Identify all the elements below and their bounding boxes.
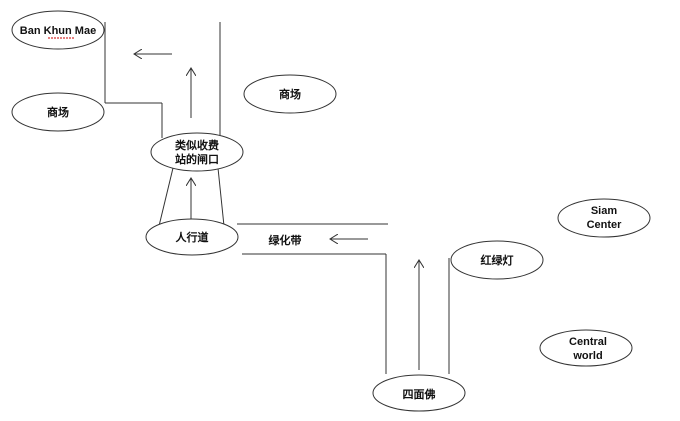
label-traffic-light: 红绿灯 xyxy=(481,253,514,267)
node-toll-gate xyxy=(150,132,244,172)
label-mall-middle: 商场 xyxy=(279,87,301,101)
node-central-world xyxy=(539,329,633,367)
label-central-world-line2: world xyxy=(572,350,602,362)
node-mall-left xyxy=(11,92,105,132)
road-line xyxy=(217,167,225,227)
label-green-belt: 绿化带 xyxy=(269,233,302,247)
node-traffic-light xyxy=(450,240,544,280)
node-mall-middle xyxy=(243,74,337,114)
label-mall-left: 商场 xyxy=(47,105,69,119)
label-ban-khun-mae: Ban Khun Mae xyxy=(20,25,96,37)
label-toll-gate-line1: 类似收费 xyxy=(175,138,219,152)
road-line xyxy=(158,167,174,227)
label-sidewalk: 人行道 xyxy=(176,230,209,244)
node-sidewalk xyxy=(145,218,239,256)
label-toll-gate-line2: 站的闸口 xyxy=(175,152,219,166)
node-siam-center xyxy=(557,198,651,238)
label-siam-center-line1: Siam xyxy=(591,205,618,217)
node-ban-khun-mae xyxy=(11,10,105,50)
label-siam-center-line2: Center xyxy=(587,219,623,231)
node-erawan-shrine xyxy=(372,374,466,412)
label-erawan-shrine: 四面佛 xyxy=(403,387,436,401)
label-central-world-line1: Central xyxy=(569,336,607,348)
